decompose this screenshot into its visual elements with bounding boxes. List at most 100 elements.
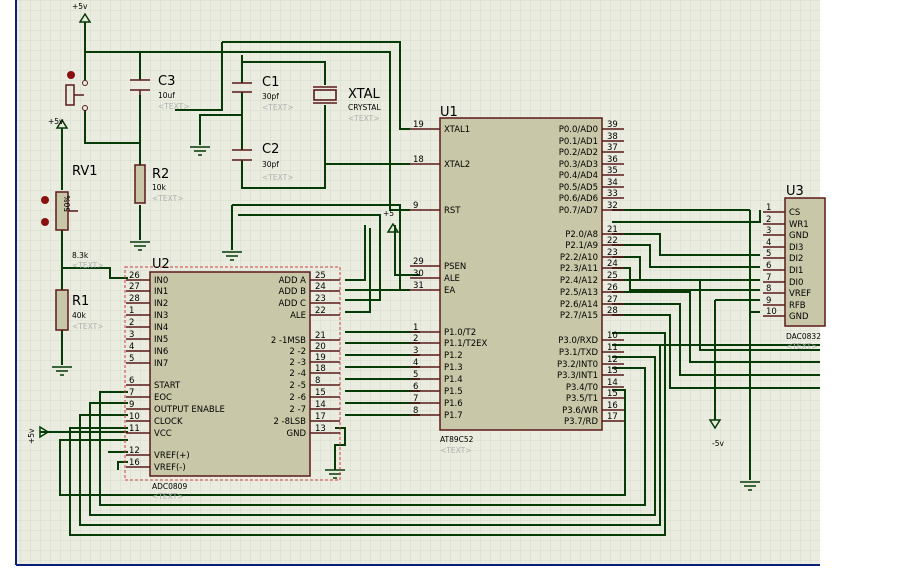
capacitor-c1[interactable]: C1 30pf <TEXT>: [232, 75, 293, 112]
u1-pin-name: P3.2/INT0: [557, 360, 598, 370]
reset-button[interactable]: [65, 71, 88, 111]
u1-pin-name: P1.4: [444, 375, 463, 385]
u2-pin-17[interactable]: 172 -8LSB: [273, 412, 340, 427]
crystal-xtal[interactable]: XTAL CRYSTAL <TEXT>: [313, 86, 381, 123]
u2-pin-number: 23: [315, 294, 326, 304]
u1-pin-number: 34: [607, 178, 618, 188]
u1-pin-number: 38: [607, 132, 618, 142]
u2-pin-15[interactable]: 152 -6: [289, 388, 340, 403]
u2-pin-21[interactable]: 212 -1MSB: [271, 331, 340, 346]
u3-pin-name: GND: [789, 312, 809, 322]
resistor-r1[interactable]: R1 40k <TEXT>: [55, 289, 103, 331]
capacitor-c2[interactable]: C2 30pf <TEXT>: [232, 142, 293, 182]
u2-pin-19[interactable]: 192 -3: [289, 353, 340, 368]
u1-pin-number: 35: [607, 166, 618, 176]
u2-pin-number: 7: [129, 388, 134, 398]
capacitor-c3[interactable]: C3 10uf <TEXT>: [130, 74, 189, 111]
u2-pin-18[interactable]: 182 -4: [289, 364, 340, 379]
u2-pin-number: 8: [315, 376, 320, 386]
u3-pin-name: DI3: [789, 243, 803, 253]
u2-pin-8[interactable]: 82 -5: [289, 376, 340, 391]
resistor-r2[interactable]: R2 10k <TEXT>: [134, 164, 183, 204]
svg-text:<TEXT>: <TEXT>: [72, 322, 103, 331]
potentiometer-rv1[interactable]: 50% RV1 8.3k <TEXT>: [41, 164, 103, 270]
u2-pin-14[interactable]: 142 -7: [289, 400, 340, 415]
u1-pin-number: 9: [413, 201, 418, 211]
u2-pin-20[interactable]: 202 -2: [289, 342, 340, 357]
